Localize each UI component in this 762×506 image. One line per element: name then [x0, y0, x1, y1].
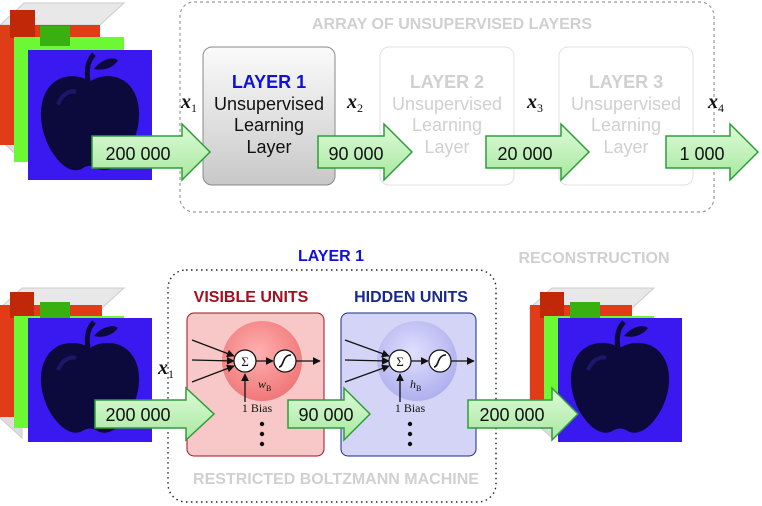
x1-label-bottom: x1 [157, 357, 174, 381]
visible-units-box: Σ wB 1 Bias [186, 312, 325, 457]
arrow-90000-bottom: 90 000 [287, 386, 372, 442]
svg-text:200 000: 200 000 [105, 405, 170, 425]
activation-node-hidden [428, 349, 452, 373]
hidden-units-title: HIDDEN UNITS [354, 289, 468, 306]
x2-label-top: x2 [346, 91, 363, 115]
layer-1-text-line-3: Layer [246, 137, 291, 157]
arrow-20000-top: 20 000 [485, 122, 591, 182]
hidden-bias-weight: hB [410, 377, 421, 393]
arrow-200000-top: 200 000 [91, 122, 212, 182]
arrow-1000-top: 1 000 [665, 122, 760, 182]
arrow-90000-top: 90 000 [317, 122, 414, 182]
svg-text:1 000: 1 000 [679, 144, 724, 164]
layer-1-heading: LAYER 1 [232, 72, 306, 92]
layer-2-heading: LAYER 2 [410, 72, 484, 92]
x1-label-top: x1 [180, 91, 197, 115]
svg-text:200 000: 200 000 [105, 144, 170, 164]
x3-label-top: x3 [526, 91, 543, 115]
visible-bias-label: 1 Bias [242, 401, 273, 415]
x4-label-top: x4 [707, 91, 724, 115]
arrow-200000-bottom-output: 200 000 [467, 386, 580, 442]
layer-1-text-line-1: Unsupervised [214, 94, 324, 114]
reconstruction-title: RECONSTRUCTION [518, 250, 669, 267]
layer-3-text-line-2: Learning [591, 115, 661, 135]
reconstruction-image-stack [528, 287, 682, 442]
layer-2-text-line-2: Learning [412, 115, 482, 135]
visible-bias-weight: wB [258, 377, 271, 393]
layer-1-title-bottom: LAYER 1 [298, 248, 364, 265]
layer-2-text-line-1: Unsupervised [392, 94, 502, 114]
array-of-layers-frame [179, 1, 715, 213]
blue-channel-image [558, 318, 682, 442]
rbm-title: RESTRICTED BOLTZMANN MACHINE [193, 471, 479, 488]
svg-text:Σ: Σ [241, 354, 249, 369]
array-title: ARRAY OF UNSUPERVISED LAYERS [312, 16, 592, 33]
arrow-200000-bottom-input: 200 000 [94, 386, 216, 442]
layer-3-text-line-3: Layer [603, 137, 648, 157]
activation-node-visible [273, 349, 297, 373]
layer-1-box: LAYER 1 Unsupervised Learning Layer [202, 46, 336, 186]
hidden-bias-label: 1 Bias [395, 401, 426, 415]
layer-3-heading: LAYER 3 [589, 72, 663, 92]
svg-text:90 000: 90 000 [328, 144, 383, 164]
input-image-stack-bottom [0, 287, 152, 442]
layer-1-text-line-2: Learning [234, 115, 304, 135]
layer-3-box: LAYER 3 Unsupervised Learning Layer [558, 46, 694, 186]
svg-text:200 000: 200 000 [479, 405, 544, 425]
layer-2-text-line-3: Layer [424, 137, 469, 157]
hidden-units-box: Σ hB 1 Bias [340, 312, 477, 457]
svg-text:20 000: 20 000 [497, 144, 552, 164]
svg-text:90 000: 90 000 [298, 405, 353, 425]
layer-3-text-line-1: Unsupervised [571, 94, 681, 114]
svg-text:Σ: Σ [396, 354, 404, 369]
visible-units-title: VISIBLE UNITS [194, 289, 309, 306]
layer-2-box: LAYER 2 Unsupervised Learning Layer [379, 46, 515, 186]
rbm-frame [167, 269, 497, 503]
